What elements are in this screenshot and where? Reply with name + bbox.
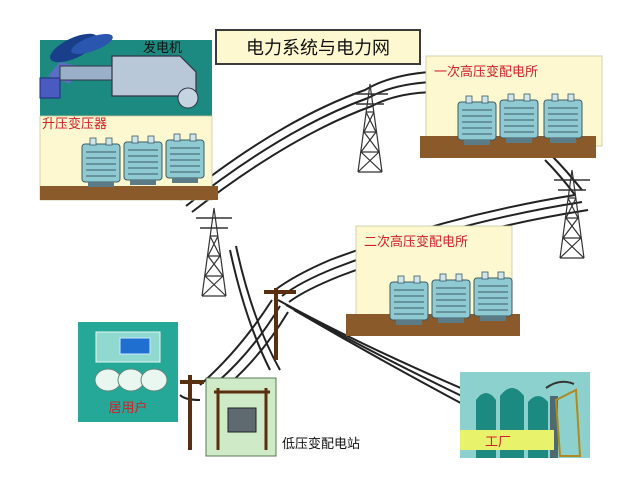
generator-station: 发电机 <box>39 33 212 116</box>
title-box: 电力系统与电力网 <box>215 29 421 65</box>
page-title: 电力系统与电力网 <box>246 38 390 59</box>
low-voltage-substation: 低压变配电站 <box>205 377 360 457</box>
residential-label: 居用户 <box>108 400 147 416</box>
step-up-transformer-station: 升压变压器 <box>39 115 218 201</box>
step-up-transformer-label: 升压变压器 <box>42 116 107 132</box>
primary-substation-label: 一次高压变配电所 <box>434 64 538 80</box>
transmission-tower <box>195 207 233 297</box>
factory: 工厂 <box>460 372 590 458</box>
primary-substation: 一次高压变配电所 <box>420 55 603 158</box>
low-voltage-substation-label: 低压变配电站 <box>282 436 360 452</box>
utility-pole <box>180 288 296 450</box>
secondary-substation-label: 二次高压变配电所 <box>364 234 468 250</box>
residential-user: 居用户 <box>78 322 178 422</box>
secondary-substation: 二次高压变配电所 <box>346 225 520 336</box>
generator-label: 发电机 <box>143 40 182 56</box>
factory-label: 工厂 <box>485 435 511 450</box>
